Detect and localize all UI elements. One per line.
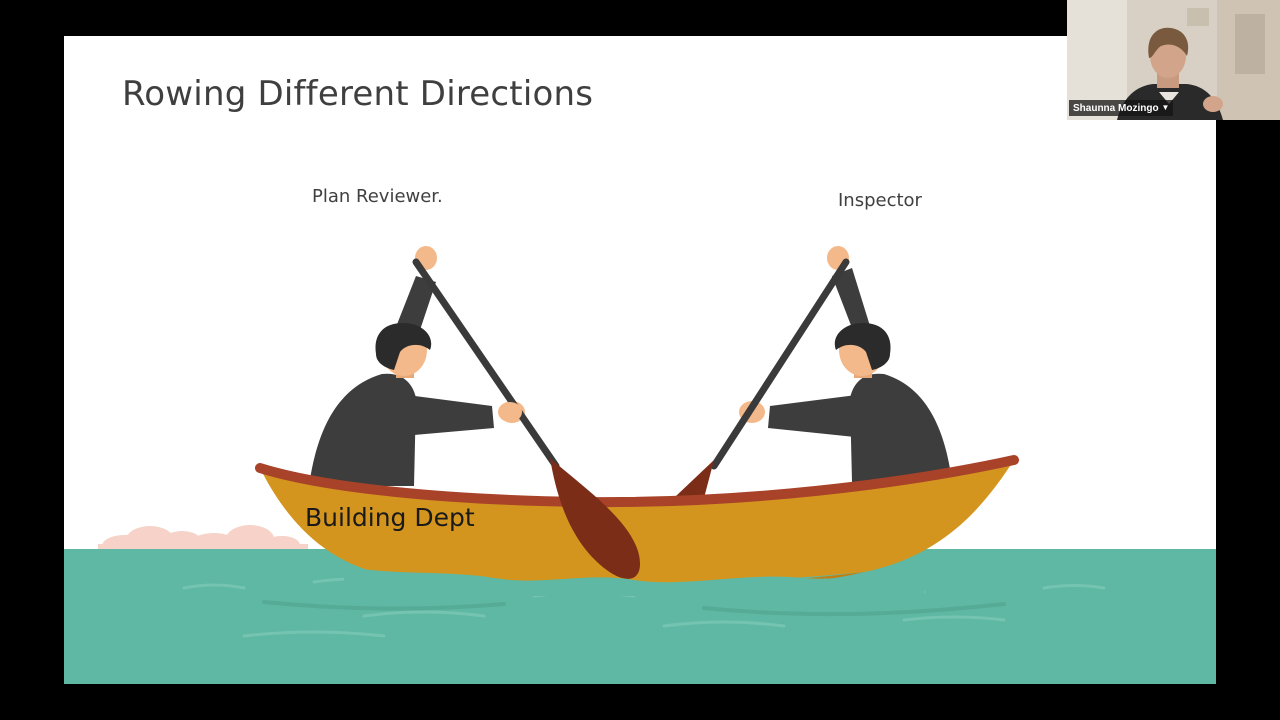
slide-title: Rowing Different Directions — [122, 74, 594, 114]
slide: Rowing Different Directions — [64, 36, 1216, 684]
participant-video-tile[interactable]: Shaunna Mozingo▼ — [1067, 0, 1280, 120]
wave-front — [344, 566, 924, 596]
inspector-label: Inspector — [838, 190, 922, 211]
right-oar — [676, 258, 850, 498]
left-oar — [412, 258, 640, 579]
participant-name: Shaunna Mozingo — [1073, 103, 1159, 114]
chevron-down-icon[interactable]: ▼ — [1161, 103, 1170, 112]
right-rower — [739, 246, 952, 482]
boat-label: Building Dept — [305, 503, 475, 532]
plan-reviewer-label: Plan Reviewer. — [312, 186, 443, 207]
participant-name-label: Shaunna Mozingo▼ — [1069, 100, 1174, 116]
rowing-illustration — [64, 246, 1216, 684]
left-rower — [309, 246, 525, 486]
water-shadows — [262, 600, 1006, 617]
